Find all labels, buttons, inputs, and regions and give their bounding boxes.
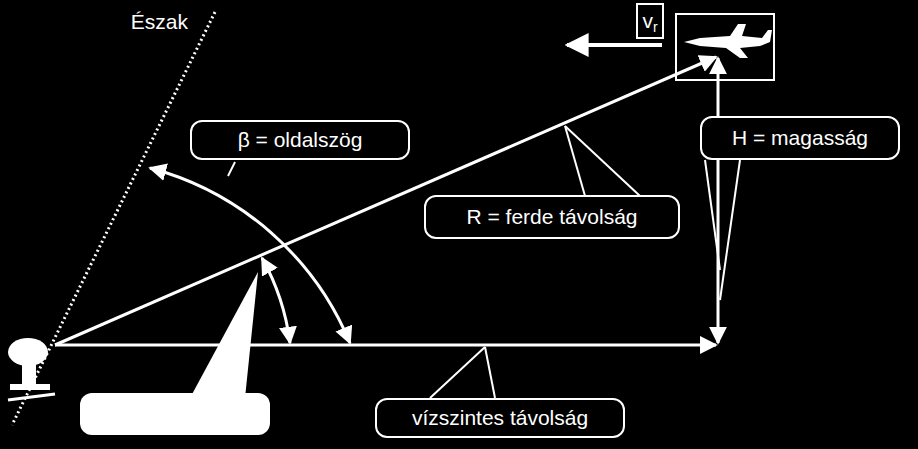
leader-line <box>705 160 720 270</box>
box-label: H = magasság <box>732 126 868 150</box>
leader-line <box>430 347 485 398</box>
label-box: R = ferde távolság <box>424 195 680 239</box>
callout-wedge <box>190 272 258 398</box>
label-box: vízszintes távolság <box>375 398 625 438</box>
subscript: r <box>653 19 658 35</box>
box-label: β = oldalszög <box>238 128 363 152</box>
leader-line <box>228 162 235 176</box>
horizontal-line <box>55 344 716 347</box>
box-label: vízszintes távolság <box>412 406 588 430</box>
callout-box <box>80 393 270 435</box>
plane-frame <box>676 14 774 80</box>
box-label: R = ferde távolság <box>466 205 637 229</box>
label-box: H = magasság <box>700 116 900 160</box>
leader-line <box>485 347 495 398</box>
slant-line <box>55 57 716 345</box>
velocity-arrow <box>567 43 662 47</box>
leader-line <box>720 160 740 300</box>
symbol: v <box>642 9 653 33</box>
direction-label: Észak <box>131 10 188 34</box>
radar-icon <box>8 338 55 400</box>
velocity-box: vr <box>636 3 663 39</box>
elevation-arc <box>262 258 290 343</box>
label-box: β = oldalszög <box>190 120 410 160</box>
leader-line <box>565 126 640 196</box>
height-line <box>717 58 720 343</box>
plane-silhouette <box>684 24 772 58</box>
north-line <box>12 12 215 425</box>
